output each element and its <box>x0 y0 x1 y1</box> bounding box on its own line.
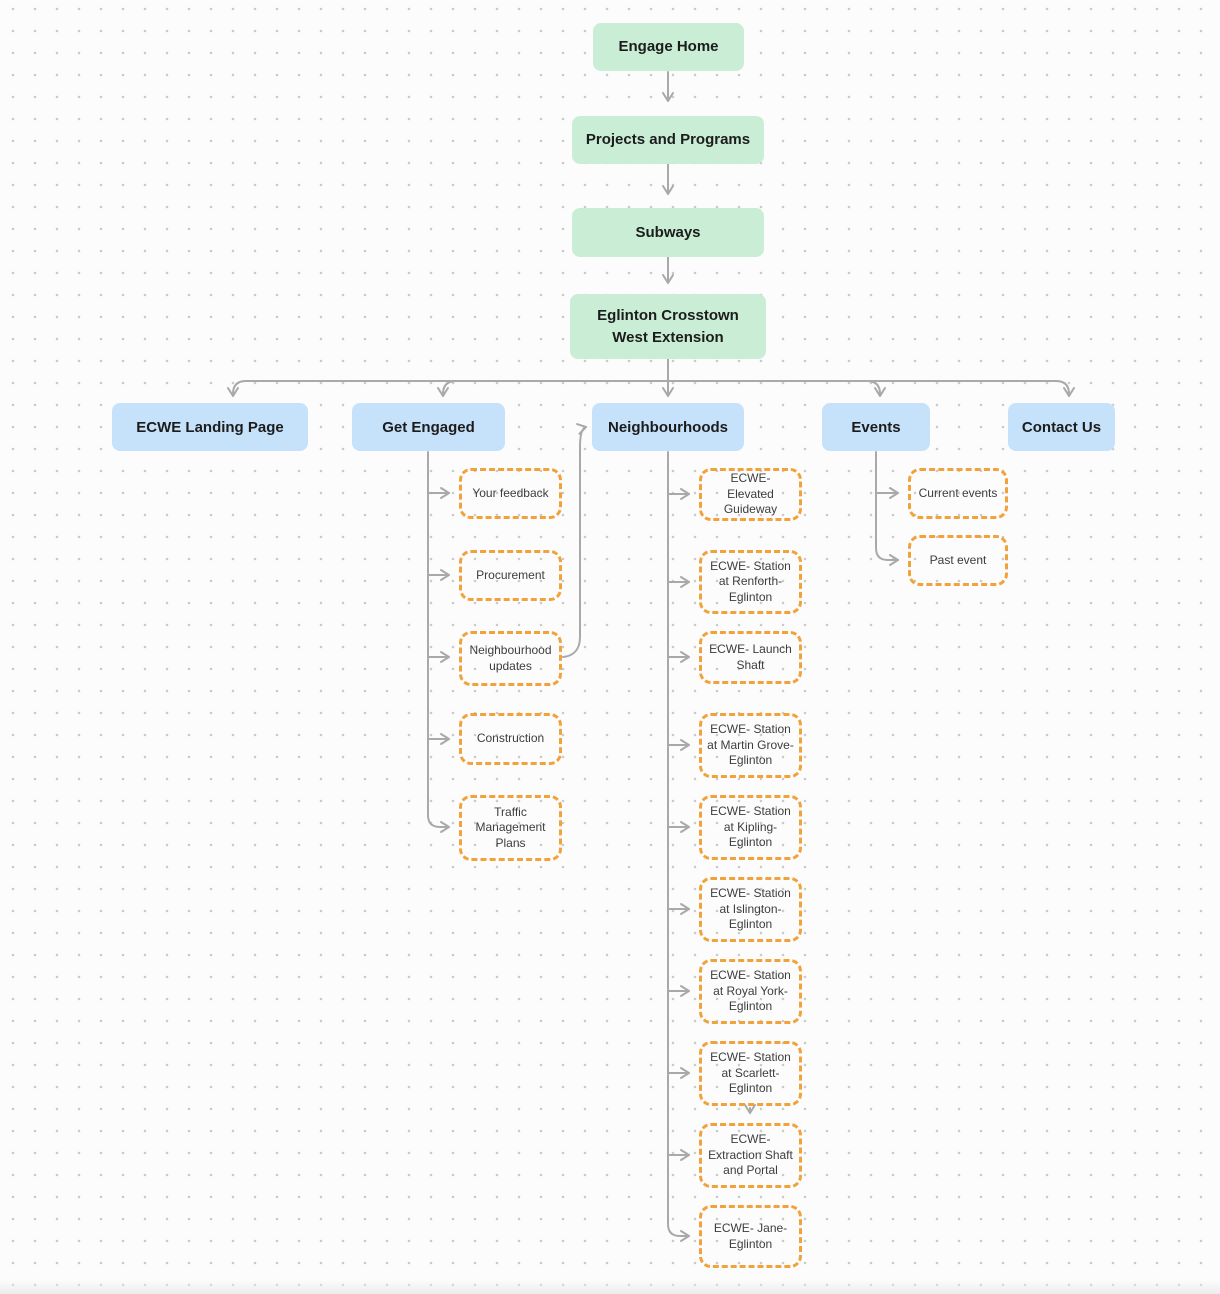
node-get-engaged[interactable]: Get Engaged <box>352 403 505 451</box>
node-label: ECWE- Station at Renforth-Eglinton <box>710 558 791 604</box>
node-ecwe-station-kipling[interactable]: ECWE- Station at Kipling-Eglinton <box>699 795 802 860</box>
node-current-events[interactable]: Current events <box>908 468 1008 519</box>
node-label: ECWE- Jane-Eglinton <box>713 1221 788 1251</box>
node-label: Subways <box>635 223 701 241</box>
canvas-bottom-edge <box>0 1280 1220 1294</box>
node-label: Current events <box>918 485 998 500</box>
node-label: Engage Home <box>618 38 719 56</box>
node-label: Neighbourhoods <box>608 418 728 436</box>
node-label: ECWE- Elevated Guideway <box>723 471 778 517</box>
node-events[interactable]: Events <box>822 403 930 451</box>
node-label: Past event <box>929 552 987 567</box>
node-label: Projects and Programs <box>585 131 751 149</box>
node-past-event[interactable]: Past event <box>908 535 1008 586</box>
node-ecwe-station-renforth[interactable]: ECWE- Station at Renforth-Eglinton <box>699 550 802 614</box>
node-label: Events <box>851 418 901 436</box>
node-ecwe-station-scarlett[interactable]: ECWE- Station at Scarlett-Eglinton <box>699 1041 802 1106</box>
node-construction[interactable]: Construction <box>459 713 562 765</box>
node-label: ECWE- Station at Martin Grove-Eglinton <box>707 722 794 768</box>
node-ecwe-station-martin-grove[interactable]: ECWE- Station at Martin Grove-Eglinton <box>699 713 802 778</box>
node-ecwe-launch-shaft[interactable]: ECWE- Launch Shaft <box>699 631 802 684</box>
node-label: ECWE- Station at Royal York-Eglinton <box>710 968 791 1014</box>
node-label: ECWE- Launch Shaft <box>709 642 792 672</box>
node-ecwe-jane-eglinton[interactable]: ECWE- Jane-Eglinton <box>699 1205 802 1268</box>
node-subways[interactable]: Subways <box>572 208 764 257</box>
node-label: Your feedback <box>472 485 549 500</box>
node-label: Neighbourhood updates <box>469 643 552 673</box>
node-label: ECWE- Station at Scarlett-Eglinton <box>710 1050 791 1096</box>
node-your-feedback[interactable]: Your feedback <box>459 468 562 519</box>
node-eglinton-crosstown-west-extension[interactable]: Eglinton Crosstown West Extension <box>570 294 766 359</box>
node-label: ECWE Landing Page <box>136 418 284 436</box>
node-label: Construction <box>476 731 545 746</box>
node-label: Traffic Management Plans <box>475 804 546 850</box>
node-projects-and-programs[interactable]: Projects and Programs <box>572 116 764 164</box>
node-neighbourhood-updates[interactable]: Neighbourhood updates <box>459 631 562 686</box>
node-contact-us[interactable]: Contact Us <box>1008 403 1115 451</box>
node-ecwe-landing-page[interactable]: ECWE Landing Page <box>112 403 308 451</box>
node-traffic-management-plans[interactable]: Traffic Management Plans <box>459 795 562 861</box>
node-ecwe-station-royal-york[interactable]: ECWE- Station at Royal York-Eglinton <box>699 959 802 1024</box>
node-neighbourhoods[interactable]: Neighbourhoods <box>592 403 744 451</box>
node-label: ECWE- Station at Kipling-Eglinton <box>710 804 791 850</box>
node-ecwe-extraction-shaft-portal[interactable]: ECWE- Extraction Shaft and Portal <box>699 1123 802 1188</box>
node-procurement[interactable]: Procurement <box>459 550 562 601</box>
node-label: ECWE- Station at Islington-Eglinton <box>710 886 791 932</box>
node-label: Eglinton Crosstown West Extension <box>597 306 739 346</box>
node-label: Get Engaged <box>382 418 475 436</box>
node-ecwe-station-islington[interactable]: ECWE- Station at Islington-Eglinton <box>699 877 802 942</box>
node-label: ECWE- Extraction Shaft and Portal <box>708 1132 793 1178</box>
node-label: Contact Us <box>1021 418 1102 436</box>
node-ecwe-elevated-guideway[interactable]: ECWE- Elevated Guideway <box>699 468 802 521</box>
node-engage-home[interactable]: Engage Home <box>593 23 744 71</box>
node-label: Procurement <box>476 567 545 582</box>
